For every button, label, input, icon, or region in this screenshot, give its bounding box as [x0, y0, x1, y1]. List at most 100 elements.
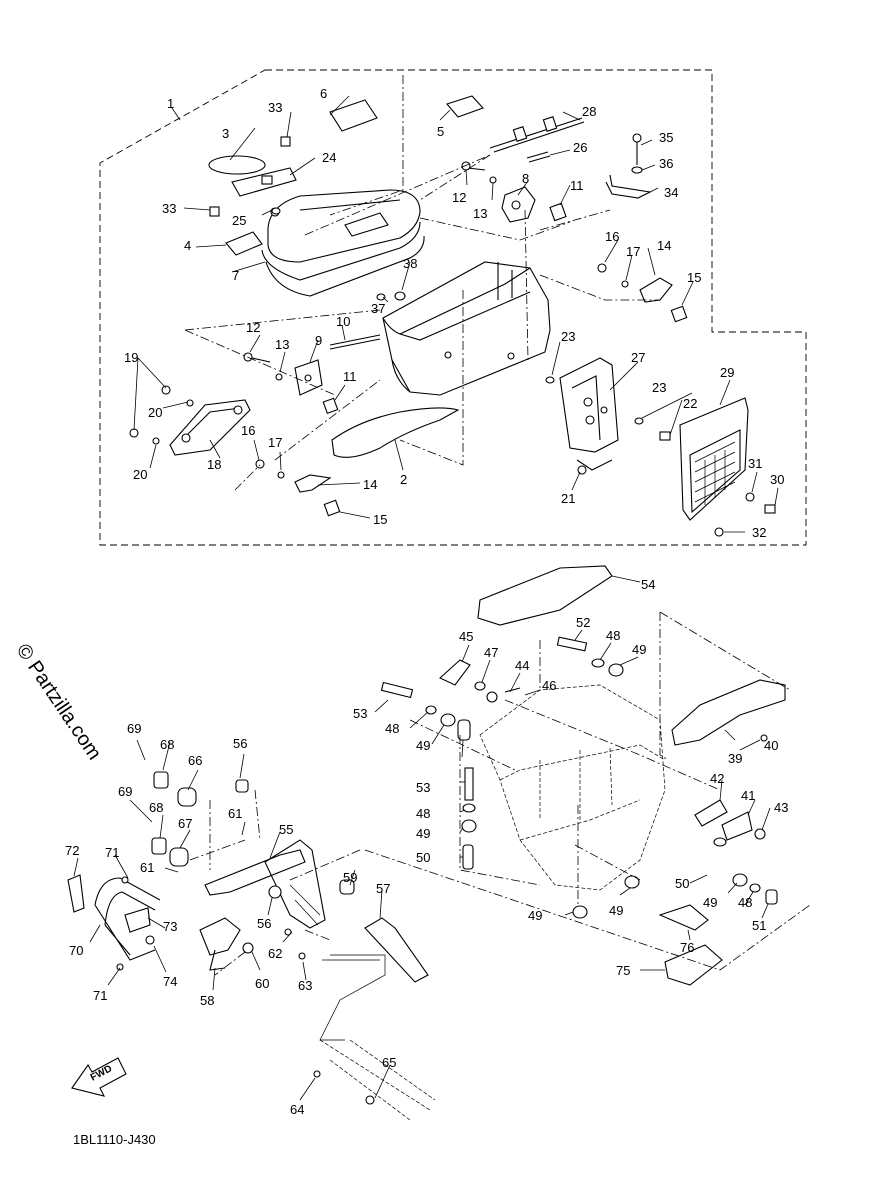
callout: 48 [416, 806, 430, 821]
callout: 48 [606, 628, 620, 643]
bolts-spacers [380, 636, 778, 986]
callout: 33 [268, 100, 282, 115]
callout: 38 [403, 256, 417, 271]
callout: 11 [570, 178, 584, 193]
callout: 61 [140, 860, 154, 875]
callout: 31 [748, 456, 762, 471]
bracket-27 [559, 357, 619, 475]
rail-70 [67, 874, 161, 971]
callout: 49 [703, 895, 717, 910]
callout: 53 [416, 780, 430, 795]
washers-top [271, 207, 671, 441]
callout: 37 [371, 301, 385, 316]
callout: 22 [683, 396, 697, 411]
callout: 24 [322, 150, 336, 165]
callout: 75 [616, 963, 630, 978]
callout: 62 [268, 946, 282, 961]
bracket-39 [671, 679, 786, 746]
lid-cover-54 [477, 565, 613, 626]
case-body [382, 261, 551, 396]
callout: 9 [315, 333, 322, 348]
callout: 49 [632, 642, 646, 657]
callout: 10 [336, 314, 350, 329]
leaders-bottom [73, 575, 771, 1101]
callout: 71 [105, 845, 119, 860]
callout: 61 [228, 806, 242, 821]
callout: 45 [459, 629, 473, 644]
callout: 66 [188, 753, 202, 768]
leaders-top [133, 95, 779, 533]
callout: 40 [764, 738, 778, 753]
callout: 49 [416, 738, 430, 753]
callout: 29 [720, 365, 734, 380]
callout: 13 [275, 337, 289, 352]
callout: 17 [268, 435, 282, 450]
callout: 51 [752, 918, 766, 933]
callout: 5 [437, 124, 444, 139]
callout: 2 [400, 472, 407, 487]
callout: 32 [752, 525, 766, 540]
callout: 49 [416, 826, 430, 841]
callout: 73 [163, 919, 177, 934]
callout: 67 [178, 816, 192, 831]
callout: 52 [576, 615, 590, 630]
panel-29 [679, 397, 776, 537]
part-callouts: 1 2 3 4 5 6 7 8 9 10 11 11 12 12 13 13 1… [65, 86, 788, 1117]
callout: 1 [167, 96, 174, 111]
callout: 50 [416, 850, 430, 865]
callout: 58 [200, 993, 214, 1008]
callout: 13 [473, 206, 487, 221]
callout: 69 [127, 721, 141, 736]
callout: 17 [626, 244, 640, 259]
callout: 11 [343, 369, 357, 384]
callout: 70 [69, 943, 83, 958]
bracket-34 [605, 133, 652, 199]
callout: 47 [484, 645, 498, 660]
callout: 57 [376, 881, 390, 896]
assembly-boundary [99, 69, 807, 546]
side-mount [151, 771, 429, 983]
callout: 48 [385, 721, 399, 736]
callout: 39 [728, 751, 742, 766]
callout: 49 [609, 903, 623, 918]
callout: 54 [641, 577, 655, 592]
callout: 63 [298, 978, 312, 993]
hinge-upper [597, 263, 688, 323]
latch-lower [243, 334, 381, 415]
mount-18 [129, 385, 251, 456]
frame-phantom [313, 954, 436, 1121]
callout: 26 [573, 140, 587, 155]
callout: 20 [148, 405, 162, 420]
callout: 28 [582, 104, 596, 119]
callout: 42 [710, 771, 724, 786]
callout: 14 [657, 238, 671, 253]
callout: 12 [452, 190, 466, 205]
callout: 36 [659, 156, 673, 171]
callout: 44 [515, 658, 529, 673]
diagram-code: 1BL1110-J430 [73, 1132, 156, 1147]
seal-strip-2 [331, 407, 460, 458]
callout: 12 [246, 320, 260, 335]
case-phantom [479, 684, 666, 891]
callout: 50 [675, 876, 689, 891]
callout: 41 [741, 788, 755, 803]
fwd-arrow-icon [71, 1057, 127, 1097]
callout: 69 [118, 784, 132, 799]
callout: 56 [257, 916, 271, 931]
callout: 15 [687, 270, 701, 285]
latch-upper [461, 161, 567, 223]
callout: 34 [664, 185, 678, 200]
callout: 4 [184, 238, 191, 253]
callout: 65 [382, 1055, 396, 1070]
callout: 8 [522, 171, 529, 186]
callout: 74 [163, 974, 177, 989]
callout: 15 [373, 512, 387, 527]
callout: 72 [65, 843, 79, 858]
callout: 46 [542, 678, 556, 693]
callout: 20 [133, 467, 147, 482]
callout: 16 [241, 423, 255, 438]
callout: 23 [561, 329, 575, 344]
callout: 30 [770, 472, 784, 487]
callout: 68 [149, 800, 163, 815]
